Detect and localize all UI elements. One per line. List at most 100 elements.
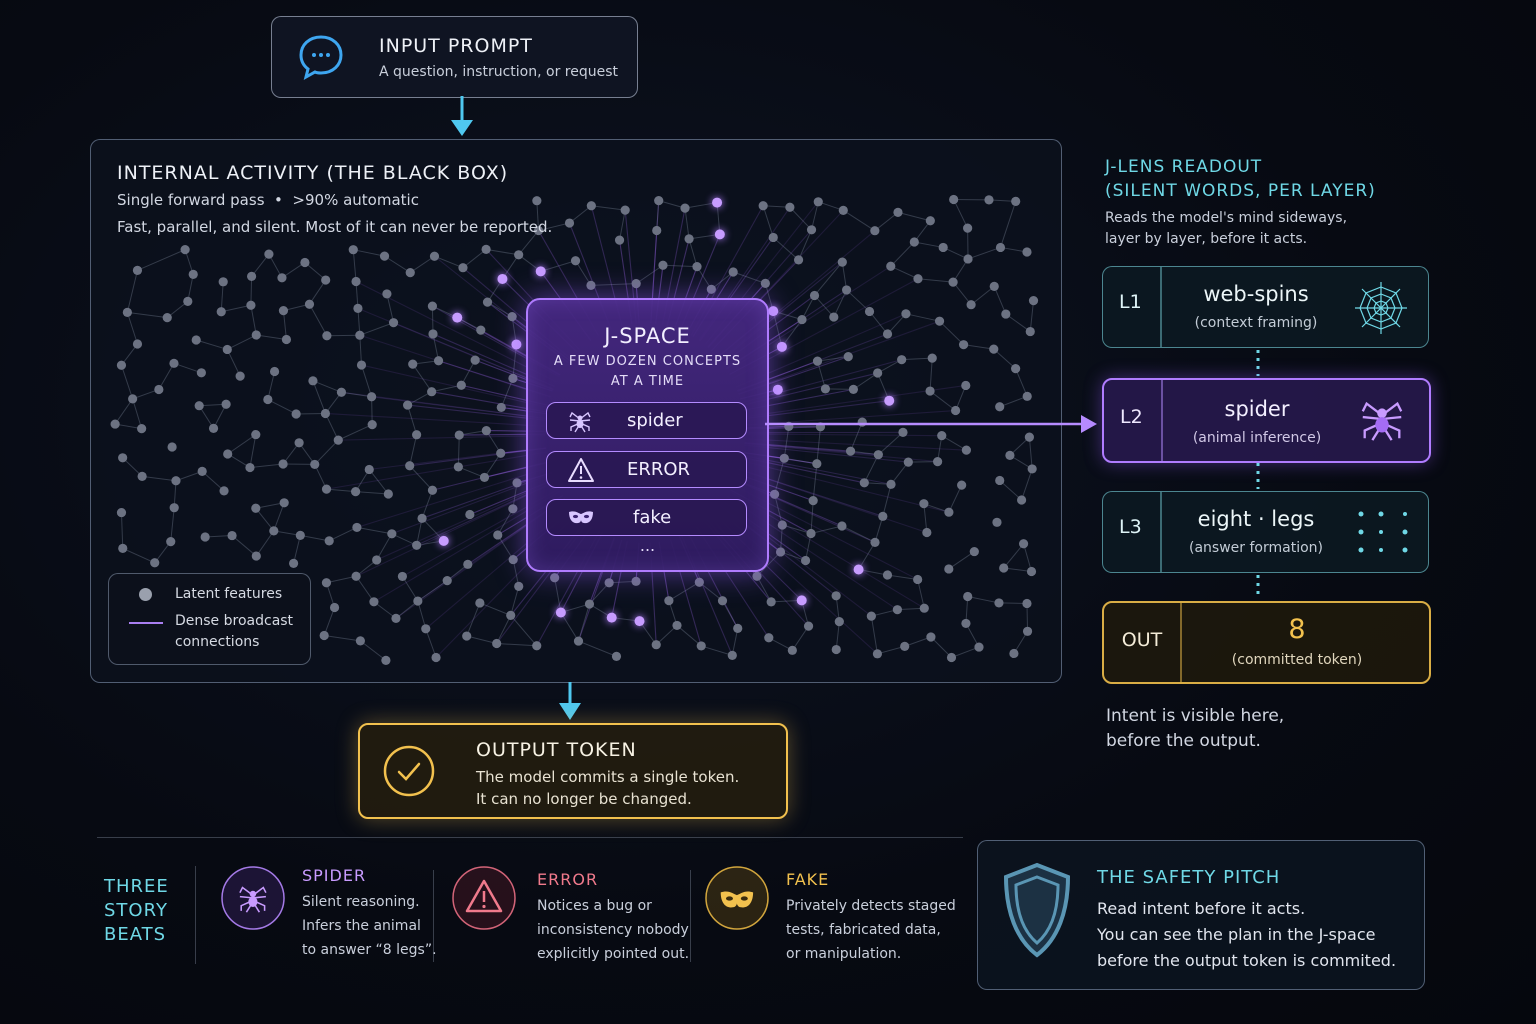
safety-line2: You can see the plan in the J-space xyxy=(1097,925,1376,944)
network-link xyxy=(326,488,356,493)
latent-feature-node xyxy=(919,499,929,509)
network-link xyxy=(352,249,357,282)
network-link xyxy=(460,359,476,386)
beat-line: or manipulation. xyxy=(786,946,902,962)
latent-feature-node xyxy=(672,620,682,631)
latent-feature-node xyxy=(116,507,127,518)
network-link xyxy=(817,360,826,390)
latent-feature-node xyxy=(913,574,923,585)
broadcast-ray xyxy=(361,364,548,408)
broadcast-ray xyxy=(355,481,556,577)
arrow-down-input xyxy=(451,96,473,136)
latent-feature-node xyxy=(308,376,318,386)
network-link xyxy=(309,279,327,305)
web-icon xyxy=(1355,282,1407,334)
latent-feature-node xyxy=(837,521,847,531)
latent-feature-node xyxy=(766,597,776,607)
legend-dot-icon xyxy=(139,588,152,601)
latent-feature-node xyxy=(837,257,847,267)
latent-feature-node xyxy=(831,591,841,601)
concept-chip-error: ERROR xyxy=(546,451,747,488)
network-link xyxy=(341,391,372,398)
latent-feature-node xyxy=(760,278,770,288)
network-link xyxy=(462,248,487,269)
network-link xyxy=(127,311,168,319)
network-link xyxy=(338,424,373,441)
latent-feature-node xyxy=(277,273,287,283)
latent-feature-node xyxy=(696,641,706,651)
network-link xyxy=(132,398,143,429)
latent-feature-node xyxy=(496,402,506,413)
latent-feature-node xyxy=(938,242,948,253)
network-link xyxy=(250,276,253,306)
network-link xyxy=(371,396,373,425)
network-link xyxy=(466,602,481,637)
latent-feature-node xyxy=(482,297,493,307)
latent-feature-node xyxy=(511,339,522,350)
latent-feature-node xyxy=(898,427,908,437)
network-link xyxy=(142,475,177,482)
network-link xyxy=(323,607,336,636)
latent-feature-node xyxy=(319,630,329,641)
dotted-connector xyxy=(1256,575,1260,599)
check-circle-icon xyxy=(383,745,435,797)
network-link xyxy=(917,278,954,283)
latent-feature-node xyxy=(963,223,973,233)
network-link xyxy=(782,524,812,534)
dots-icon xyxy=(1358,511,1408,553)
network-link xyxy=(963,344,994,350)
network-link xyxy=(887,574,918,580)
legend-box: Latent features Dense broadcast connecti… xyxy=(108,573,311,665)
network-link xyxy=(756,551,781,577)
latent-feature-node xyxy=(180,245,190,255)
latent-feature-node xyxy=(364,464,374,475)
network-link xyxy=(401,576,419,602)
latent-feature-node xyxy=(291,409,301,419)
network-link xyxy=(486,248,519,256)
network-link xyxy=(560,612,579,642)
latent-feature-node xyxy=(950,405,961,416)
network-link xyxy=(772,237,799,261)
latent-feature-node xyxy=(110,419,120,429)
latent-feature-node xyxy=(841,285,852,295)
latent-feature-node xyxy=(926,632,936,642)
input-title: INPUT PROMPT xyxy=(379,35,533,57)
network-link xyxy=(890,241,915,267)
latent-feature-node xyxy=(692,262,702,272)
latent-feature-node xyxy=(329,602,340,613)
latent-feature-node xyxy=(631,279,641,289)
beat-line: Infers the animal xyxy=(302,918,421,934)
broadcast-ray xyxy=(744,444,909,463)
broadcast-ray xyxy=(359,334,551,398)
latent-feature-node xyxy=(948,277,958,287)
latent-feature-node xyxy=(859,478,869,488)
latent-feature-node xyxy=(279,498,289,508)
latent-feature-node xyxy=(800,555,811,566)
latent-feature-node xyxy=(417,513,427,523)
network-link xyxy=(825,388,854,390)
latent-feature-node xyxy=(966,300,976,310)
latent-feature-node xyxy=(586,280,596,291)
latent-feature-node xyxy=(118,453,128,463)
jspace-panel: J-SPACE A FEW DOZEN CONCEPTS AT A TIME s… xyxy=(526,298,769,572)
latent-feature-node xyxy=(658,260,668,270)
network-link xyxy=(510,586,520,616)
latent-feature-node xyxy=(223,449,233,459)
latent-feature-node xyxy=(535,266,546,277)
network-link xyxy=(376,533,393,561)
network-link xyxy=(249,434,257,468)
network-link xyxy=(1026,603,1029,632)
latent-feature-node xyxy=(208,423,219,433)
layer-word: 8 xyxy=(1288,614,1306,645)
network-link xyxy=(312,380,326,414)
layer-note: (animal inference) xyxy=(1192,430,1322,446)
network-link xyxy=(951,646,980,658)
network-link xyxy=(434,255,464,269)
latent-feature-node xyxy=(886,261,896,271)
latent-feature-node xyxy=(853,564,864,575)
network-link xyxy=(296,412,326,415)
layer-id: OUT xyxy=(1121,629,1163,651)
latent-feature-node xyxy=(222,344,232,355)
network-link xyxy=(120,512,124,549)
network-link xyxy=(882,484,892,517)
